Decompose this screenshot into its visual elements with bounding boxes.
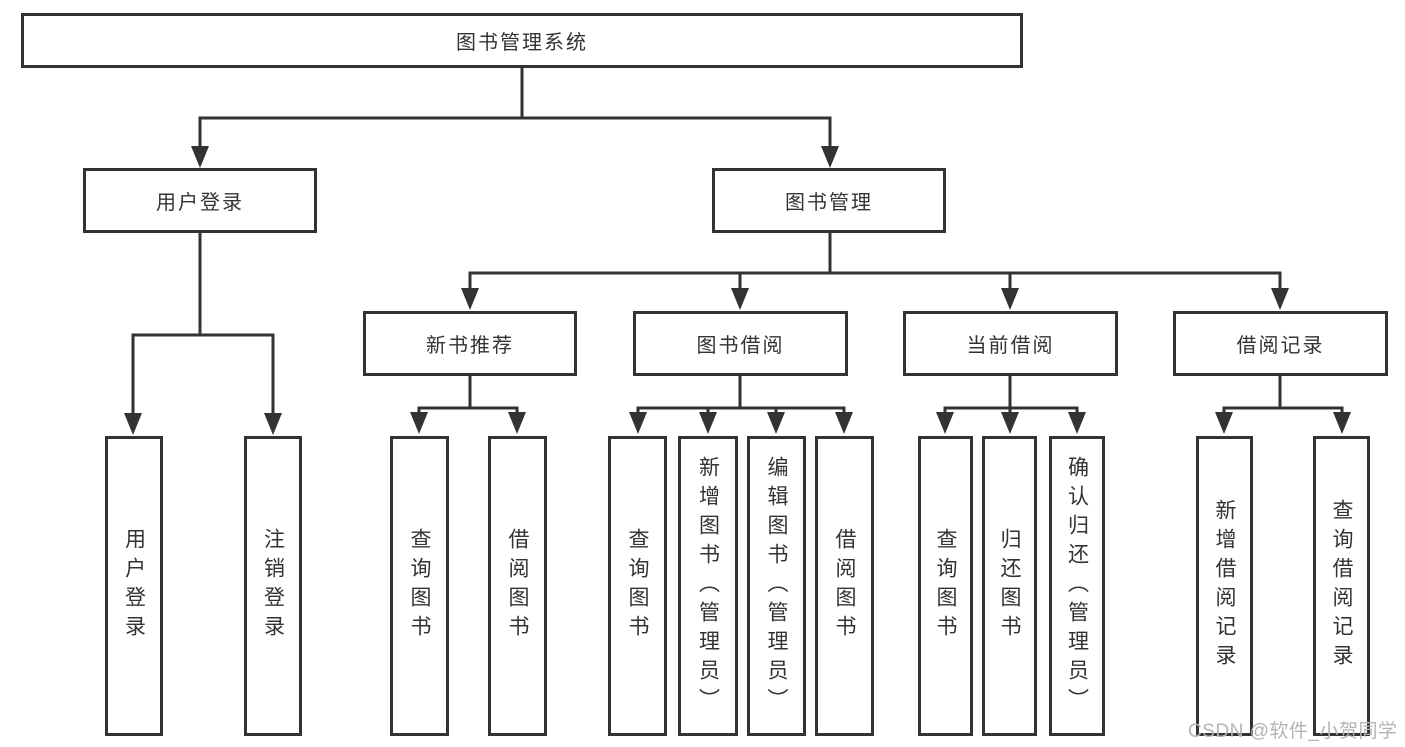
leaf-logout: 注销登录 [244,436,302,736]
leaf-borrow-books-borrowing-label: 借阅图书 [833,528,857,644]
leaf-query-books-current-label: 查询图书 [934,528,958,644]
leaf-add-book-admin-label: 新增图书（管理员） [696,455,720,717]
watermark: CSDN @软件_小贺同学 [1188,721,1398,742]
leaf-borrow-books-recommend: 借阅图书 [488,436,547,736]
leaf-edit-book-admin: 编辑图书（管理员） [747,436,806,736]
leaf-user-login: 用户登录 [105,436,163,736]
node-current-borrowing: 当前借阅 [903,311,1118,376]
leaf-confirm-return-admin-label: 确认归还（管理员） [1065,455,1089,717]
leaf-query-books-recommend-label: 查询图书 [408,528,432,644]
leaf-query-borrowing-record: 查询借阅记录 [1313,436,1370,736]
leaf-logout-label: 注销登录 [261,528,285,644]
leaf-query-books-recommend: 查询图书 [390,436,449,736]
node-user-login: 用户登录 [83,168,317,233]
leaf-return-books-label: 归还图书 [998,528,1022,644]
leaf-borrow-books-recommend-label: 借阅图书 [506,528,530,644]
leaf-confirm-return-admin: 确认归还（管理员） [1049,436,1105,736]
leaf-borrow-books-borrowing: 借阅图书 [815,436,874,736]
leaf-query-books-borrowing-label: 查询图书 [626,528,650,644]
leaf-edit-book-admin-label: 编辑图书（管理员） [765,455,789,717]
leaf-add-borrowing-record: 新增借阅记录 [1196,436,1253,736]
leaf-add-book-admin: 新增图书（管理员） [678,436,738,736]
node-book-borrowing: 图书借阅 [633,311,848,376]
leaf-query-books-current: 查询图书 [918,436,973,736]
node-new-book-recommendation: 新书推荐 [363,311,577,376]
leaf-return-books: 归还图书 [982,436,1037,736]
leaf-query-borrowing-record-label: 查询借阅记录 [1330,499,1354,673]
node-borrowing-records: 借阅记录 [1173,311,1388,376]
node-library-management-system: 图书管理系统 [21,13,1023,68]
leaf-user-login-label: 用户登录 [122,528,146,644]
leaf-query-books-borrowing: 查询图书 [608,436,667,736]
leaf-add-borrowing-record-label: 新增借阅记录 [1213,499,1237,673]
node-book-management: 图书管理 [712,168,946,233]
